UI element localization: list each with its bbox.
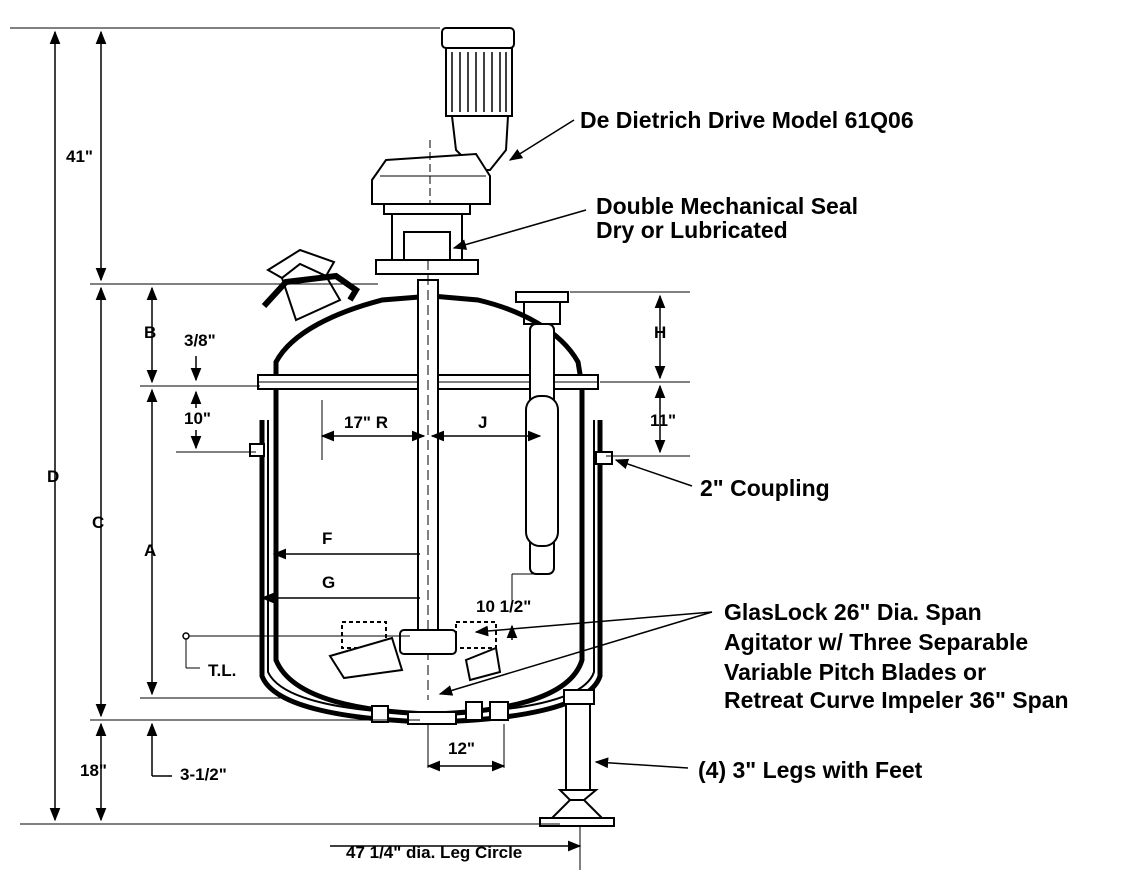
vessel-leg — [539, 689, 615, 827]
dim-H: H — [654, 323, 666, 342]
interior-dimension-lines — [260, 291, 690, 870]
impeller-blades — [328, 621, 502, 682]
baffle-thermowell — [525, 323, 559, 575]
seal-callout-line1: Double Mechanical Seal — [596, 193, 858, 219]
dim-3-8: 3/8" — [184, 331, 216, 350]
dim-leg-circle: 47 1/4" dia. Leg Circle — [346, 843, 522, 862]
mechanical-seal — [375, 203, 479, 275]
dim-10-1-2: 10 1/2" — [476, 597, 531, 616]
agitator-callout-line2: Agitator w/ Three Separable — [724, 629, 1028, 655]
seal-callout-line2: Dry or Lubricated — [596, 217, 788, 243]
dim-17-R: 17" R — [344, 413, 388, 432]
dim-A: A — [144, 541, 156, 560]
leader-lines — [438, 119, 713, 769]
top-manway-nozzle — [261, 248, 361, 322]
coupling-2in — [595, 451, 613, 465]
dim-G: G — [322, 573, 335, 592]
dim-3-1-2: 3-1/2" — [180, 765, 227, 784]
drive-motor — [441, 27, 515, 171]
dim-18: 18" — [80, 761, 107, 780]
baffle-nozzle — [515, 291, 569, 325]
dim-J: J — [478, 413, 487, 432]
agitator-callout-line4: Retreat Curve Impeler 36" Span — [724, 687, 1069, 713]
agitator-callout-line3: Variable Pitch Blades or — [724, 659, 986, 685]
agitator-callout-line1: GlasLock 26" Dia. Span — [724, 599, 982, 625]
dimension-lines — [10, 27, 560, 825]
dim-F: F — [322, 529, 332, 548]
dim-D: D — [47, 467, 59, 486]
legs-callout: (4) 3" Legs with Feet — [698, 757, 923, 783]
dim-12: 12" — [448, 739, 475, 758]
dim-B: B — [144, 323, 156, 342]
drive-callout: De Dietrich Drive Model 61Q06 — [580, 107, 914, 133]
jacket-nozzle-left — [249, 443, 265, 457]
bottom-outlet-valve — [371, 701, 509, 725]
vessel-shell — [273, 293, 585, 717]
dim-10: 10" — [184, 409, 211, 428]
dim-41: 41" — [66, 147, 93, 166]
dim-11: 11" — [650, 411, 676, 430]
dim-C: C — [92, 513, 104, 532]
tangent-line-label: T.L. — [208, 661, 236, 680]
gearbox — [371, 140, 491, 205]
coupling-callout: 2" Coupling — [700, 475, 830, 501]
